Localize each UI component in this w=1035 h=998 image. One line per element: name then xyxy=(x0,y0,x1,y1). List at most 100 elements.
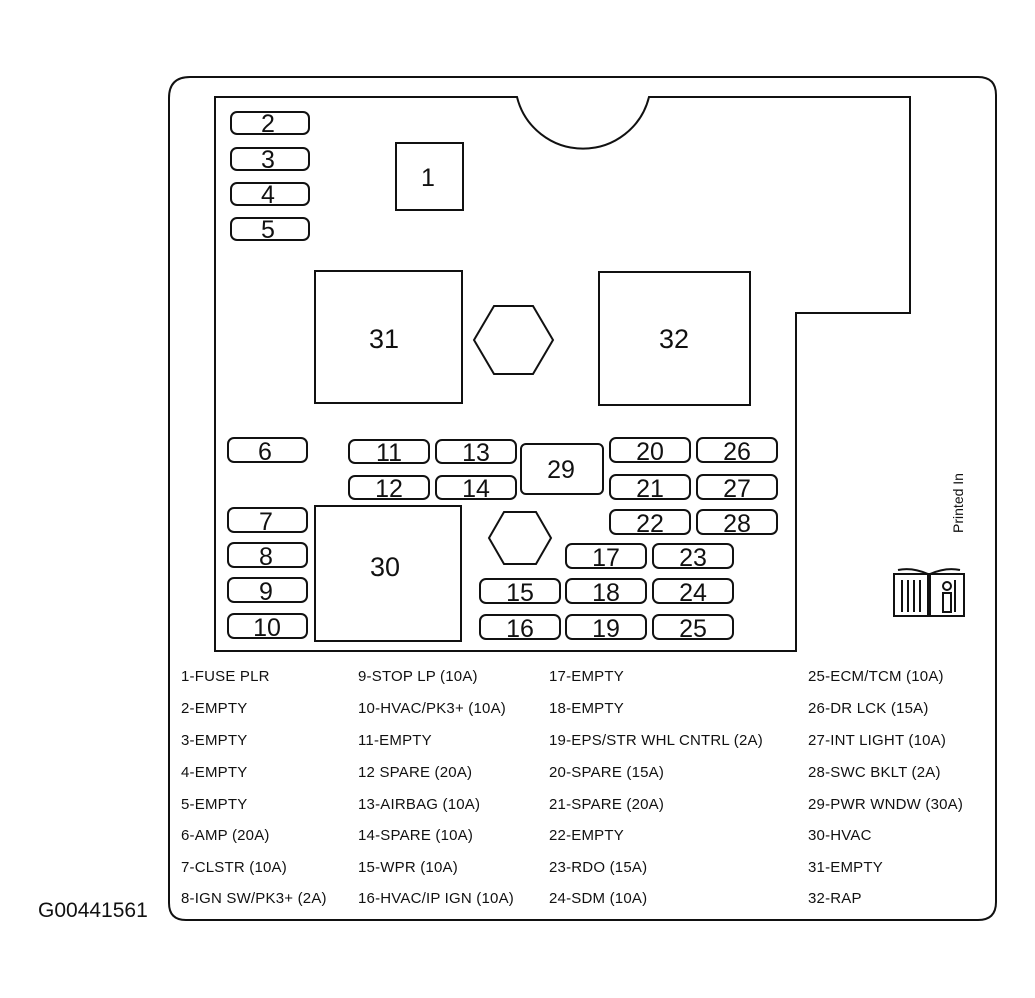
legend-item-3: 3-EMPTY xyxy=(181,732,248,749)
legend-item-11: 11-EMPTY xyxy=(358,732,432,749)
fuse-22: 22 xyxy=(609,509,691,538)
fuse-17: 17 xyxy=(565,543,647,572)
legend-item-9: 9-STOP LP (10A) xyxy=(358,668,478,685)
relay-label-32: 32 xyxy=(659,324,689,354)
fuse-label-6: 6 xyxy=(258,438,272,466)
legend-item-18: 18-EMPTY xyxy=(549,700,624,717)
legend-item-15: 15-WPR (10A) xyxy=(358,859,458,876)
relay-31: 31 xyxy=(314,270,463,404)
legend-item-31: 31-EMPTY xyxy=(808,859,883,876)
relay-32: 32 xyxy=(598,271,751,406)
fuse-label-11: 11 xyxy=(376,439,402,467)
legend-item-14: 14-SPARE (10A) xyxy=(358,827,474,844)
fuse-12: 12 xyxy=(348,475,430,503)
hex-stud-upper xyxy=(472,305,555,375)
fuse-label-17: 17 xyxy=(592,544,620,572)
fuse-20: 20 xyxy=(609,437,691,466)
fuse-11: 11 xyxy=(348,439,430,467)
fuse-21: 21 xyxy=(609,474,691,503)
fuse-label-12: 12 xyxy=(375,475,403,503)
fuse-label-9: 9 xyxy=(259,578,273,606)
legend-item-8: 8-IGN SW/PK3+ (2A) xyxy=(181,890,327,907)
fuse-label-18: 18 xyxy=(592,579,620,607)
fuse-label-15: 15 xyxy=(506,579,534,607)
fuse-15: 15 xyxy=(479,578,561,607)
relay-label-31: 31 xyxy=(369,324,399,354)
fuse-label-2: 2 xyxy=(261,110,275,138)
legend-item-28: 28-SWC BKLT (2A) xyxy=(808,764,941,781)
fuse-8: 8 xyxy=(227,542,308,571)
fuse-label-22: 22 xyxy=(636,510,664,538)
fuse-13: 13 xyxy=(435,439,517,467)
legend-item-23: 23-RDO (15A) xyxy=(549,859,648,876)
legend-item-6: 6-AMP (20A) xyxy=(181,827,270,844)
fuse-4: 4 xyxy=(230,181,310,209)
fuse-label-29: 29 xyxy=(547,456,575,484)
fuse-label-28: 28 xyxy=(723,510,751,538)
legend-item-17: 17-EMPTY xyxy=(549,668,624,685)
fuse-label-24: 24 xyxy=(679,579,707,607)
fuse-label-13: 13 xyxy=(462,439,490,467)
legend-item-13: 13-AIRBAG (10A) xyxy=(358,796,481,813)
fuse-label-20: 20 xyxy=(636,438,664,466)
legend-item-1: 1-FUSE PLR xyxy=(181,668,270,685)
figure-id: G00441561 xyxy=(38,899,148,922)
printed-in-label: Printed In xyxy=(948,465,968,540)
fuse-2: 2 xyxy=(230,110,310,138)
fuse-26: 26 xyxy=(696,437,778,466)
fuse-label-23: 23 xyxy=(679,544,707,572)
owner-manual-info-icon xyxy=(893,568,965,617)
legend-item-10: 10-HVAC/PK3+ (10A) xyxy=(358,700,506,717)
fuse-label-27: 27 xyxy=(723,475,751,503)
fuse-24: 24 xyxy=(652,578,734,607)
fuse-label-21: 21 xyxy=(636,475,664,503)
legend-item-12: 12 SPARE (20A) xyxy=(358,764,473,781)
fuse-7: 7 xyxy=(227,507,308,536)
fuse-label-14: 14 xyxy=(462,475,490,503)
fuse-3: 3 xyxy=(230,146,310,174)
outer-panel xyxy=(168,76,997,921)
fuse-label-16: 16 xyxy=(506,615,534,643)
legend-item-26: 26-DR LCK (15A) xyxy=(808,700,929,717)
legend-item-20: 20-SPARE (15A) xyxy=(549,764,665,781)
fuse-6: 6 xyxy=(227,437,308,466)
legend-item-21: 21-SPARE (20A) xyxy=(549,796,665,813)
fuse-label-4: 4 xyxy=(261,181,275,209)
relay-label-30: 30 xyxy=(370,552,400,582)
printed-in-text: Printed In xyxy=(950,472,966,533)
legend-item-19: 19-EPS/STR WHL CNTRL (2A) xyxy=(549,732,763,749)
fuse-block-outline xyxy=(214,96,911,652)
fuse-14: 14 xyxy=(435,475,517,503)
legend-item-24: 24-SDM (10A) xyxy=(549,890,648,907)
fuse-25: 25 xyxy=(652,614,734,643)
fuse-16: 16 xyxy=(479,614,561,643)
fuse-label-26: 26 xyxy=(723,438,751,466)
fuse-28: 28 xyxy=(696,509,778,538)
slot-label-1: 1 xyxy=(421,164,435,192)
fuse-label-19: 19 xyxy=(592,615,620,643)
fuse-label-25: 25 xyxy=(679,615,707,643)
legend-item-4: 4-EMPTY xyxy=(181,764,248,781)
fuse-label-7: 7 xyxy=(259,508,273,536)
fuse-19: 19 xyxy=(565,614,647,643)
relay-30: 30 xyxy=(314,505,462,642)
fuse-29: 29 xyxy=(520,443,604,495)
legend-item-5: 5-EMPTY xyxy=(181,796,248,813)
legend-item-30: 30-HVAC xyxy=(808,827,872,844)
fuse-10: 10 xyxy=(227,613,308,642)
fuse-5: 5 xyxy=(230,216,310,244)
hex-stud-lower xyxy=(487,511,553,565)
legend-item-27: 27-INT LIGHT (10A) xyxy=(808,732,947,749)
legend-item-2: 2-EMPTY xyxy=(181,700,248,717)
legend-item-25: 25-ECM/TCM (10A) xyxy=(808,668,944,685)
legend-item-29: 29-PWR WNDW (30A) xyxy=(808,796,964,813)
fuse-27: 27 xyxy=(696,474,778,503)
legend-item-32: 32-RAP xyxy=(808,890,862,907)
fuse-label-10: 10 xyxy=(253,614,281,642)
fuse-9: 9 xyxy=(227,577,308,606)
legend-item-7: 7-CLSTR (10A) xyxy=(181,859,287,876)
fuse-label-3: 3 xyxy=(261,146,275,174)
fuse-puller-1: 1 xyxy=(395,142,464,211)
fuse-18: 18 xyxy=(565,578,647,607)
